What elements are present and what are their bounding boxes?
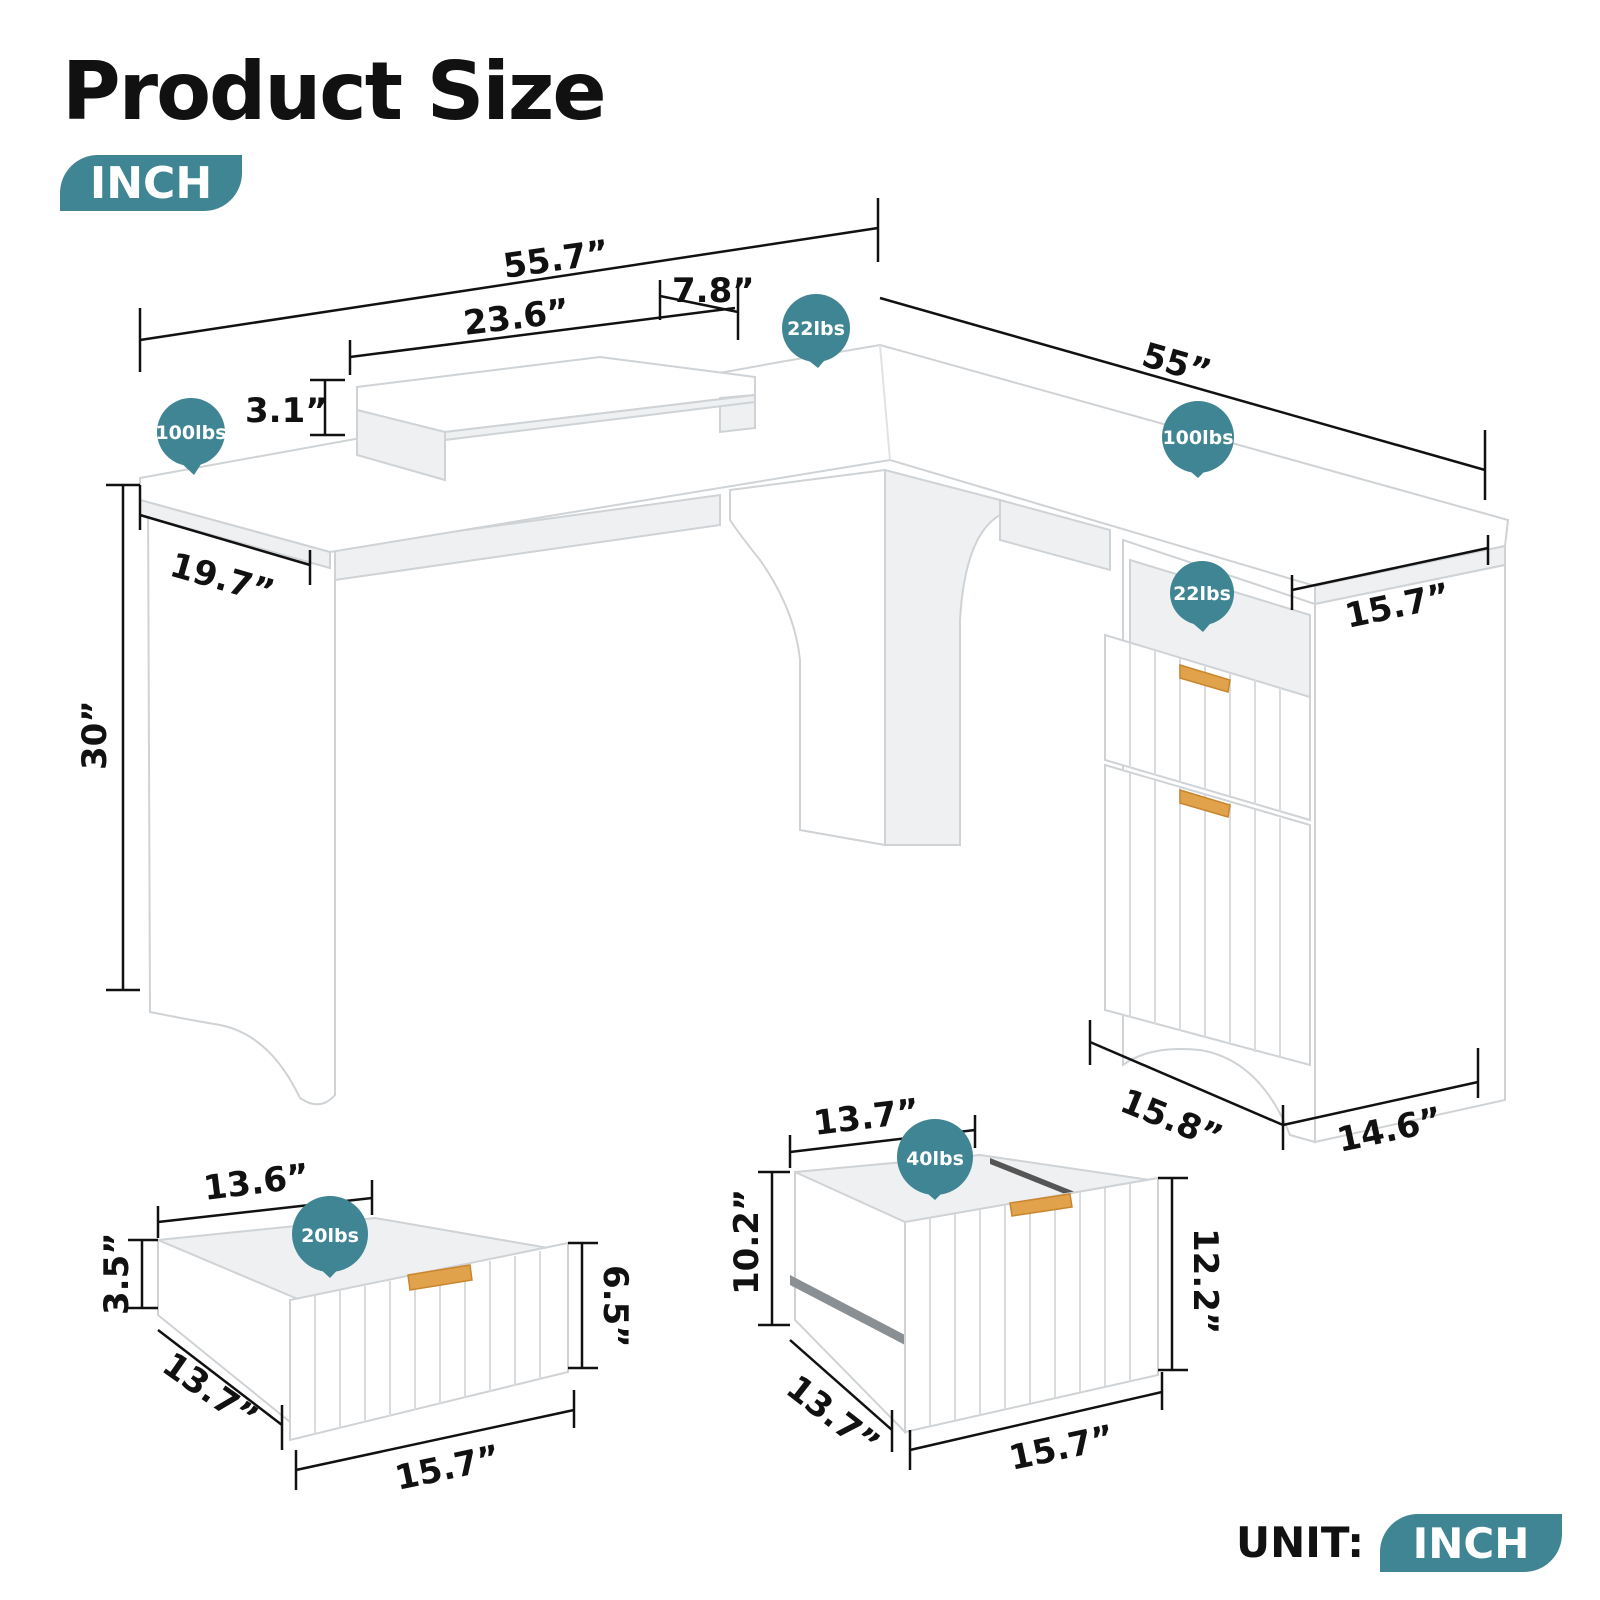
riser-front-edge — [444, 393, 756, 442]
cabinet-file-drawer-ribs — [1129, 773, 1281, 1058]
badge-left-top: 100lbs — [155, 398, 227, 475]
label-side-length: 55” — [1138, 335, 1216, 393]
monitor-riser — [356, 355, 756, 482]
desk-dimension-lines — [106, 198, 1490, 1150]
badge-shelf-pointer — [1189, 618, 1215, 632]
corner-support-front — [729, 468, 886, 847]
cabinet-file-drawer — [1104, 763, 1311, 1067]
unit-pill-bottom: INCH — [1380, 1514, 1562, 1572]
badge-file-drawer: 40lbs — [897, 1119, 973, 1200]
small-drawer-handle — [407, 1264, 473, 1291]
label-riser-width: 23.6” — [461, 291, 571, 344]
file-drawer-handle — [1009, 1193, 1073, 1217]
left-leg-panel — [146, 498, 336, 1106]
file-drawer-ribs — [929, 1184, 1131, 1426]
l-shaped-desk — [139, 343, 1510, 1144]
file-drawer-slide — [790, 1275, 905, 1345]
badge-shelf-text: 22lbs — [1173, 583, 1231, 605]
badge-shelf-circle — [1170, 561, 1234, 625]
badge-small-circle — [292, 1196, 368, 1272]
badge-right-top-pointer — [1184, 464, 1212, 478]
small-drawer-ribs — [314, 1251, 541, 1434]
file-rail-right — [990, 1158, 1075, 1198]
badge-right-top-circle — [1162, 401, 1234, 473]
label-riser-depth: 7.8” — [672, 271, 755, 311]
file-drawer-handle — [1179, 788, 1231, 818]
page-title: Product Size — [62, 45, 607, 138]
file-drawer-front — [904, 1176, 1159, 1434]
label-file-front-height: 12.2” — [1185, 1228, 1225, 1334]
badge-small-pointer — [316, 1263, 344, 1278]
unit-pill-top: INCH — [60, 155, 242, 211]
label-small-inner-height: 3.5” — [97, 1232, 137, 1315]
badge-file-text: 40lbs — [906, 1148, 964, 1170]
unit-label: UNIT: — [1236, 1518, 1365, 1567]
label-small-inner-width: 13.6” — [201, 1156, 311, 1209]
badge-riser: 22lbs — [782, 294, 850, 368]
badge-left-top-circle — [157, 398, 225, 466]
cabinet-top-drawer — [1104, 633, 1311, 822]
badge-left-top-pointer — [178, 458, 205, 475]
badge-riser-pointer — [803, 354, 830, 368]
badge-file-circle — [897, 1119, 973, 1195]
badge-riser-text: 22lbs — [787, 318, 845, 340]
desktop-seam — [879, 344, 891, 461]
top-drawer-handle — [1179, 663, 1231, 693]
cabinet-top-drawer-ribs — [1129, 643, 1281, 812]
badge-file-pointer — [921, 1186, 949, 1200]
corner-support-side — [884, 468, 1001, 846]
badge-right-top-text: 100lbs — [1162, 427, 1233, 449]
label-total-width: 55.7” — [501, 233, 612, 287]
label-height: 30” — [75, 700, 115, 770]
small-drawer — [157, 1216, 569, 1442]
cabinet — [1104, 538, 1506, 1144]
back-support-right — [999, 498, 1111, 572]
cabinet-side — [1314, 563, 1506, 1144]
label-riser-height: 3.1” — [245, 391, 328, 431]
badge-small-text: 20lbs — [301, 1225, 359, 1247]
riser-left-leg — [356, 408, 446, 482]
small-drawer-front — [289, 1241, 569, 1442]
file-drawer — [790, 1153, 1159, 1435]
back-support-left — [334, 493, 721, 582]
label-file-inner-height: 10.2” — [727, 1189, 767, 1295]
badge-right-top: 100lbs — [1162, 401, 1234, 478]
badge-small-drawer: 20lbs — [292, 1196, 368, 1278]
badge-left-top-text: 100lbs — [155, 422, 226, 444]
badge-open-shelf: 22lbs — [1170, 561, 1234, 632]
label-small-front-height: 6.5” — [595, 1265, 635, 1348]
label-file-front-width: 15.7” — [1006, 1418, 1118, 1479]
badge-riser-circle — [782, 294, 850, 362]
